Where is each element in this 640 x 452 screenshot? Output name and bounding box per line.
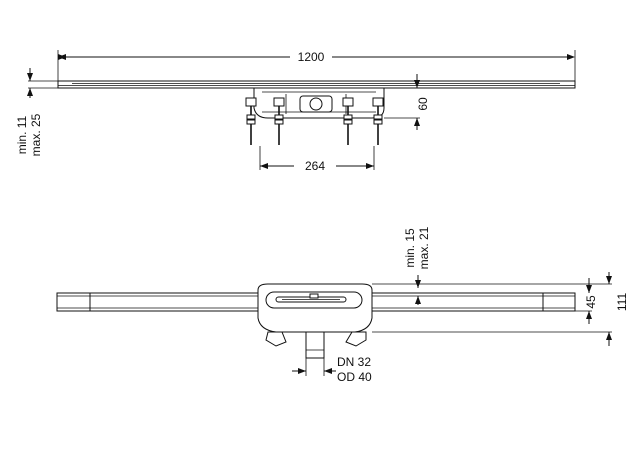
adjust-min-label: min. 11	[15, 115, 29, 154]
height-label: 60	[416, 97, 430, 111]
adjust-max-label: max. 25	[29, 113, 43, 156]
total-height-dimension: 111	[606, 272, 629, 346]
total-height-label: 111	[615, 293, 629, 312]
drain-body	[253, 87, 385, 119]
adjust-dimension: min. 11 max. 25	[15, 68, 43, 156]
bracket-dimension: 264	[259, 146, 375, 173]
body-height-label: 45	[584, 295, 598, 309]
top-view: 1200	[15, 50, 576, 173]
height-dimension: 60	[384, 74, 430, 130]
side-view: DN 32 OD 40 min. 15 max. 21 45	[56, 226, 629, 384]
pipe-dn-label: DN 32	[337, 355, 371, 369]
gap-max-label: max. 21	[417, 226, 431, 269]
support-legs	[245, 97, 384, 145]
width-label: 1200	[298, 50, 325, 64]
bracket-label: 264	[305, 159, 325, 173]
drain-plate	[28, 80, 576, 89]
pipe-od-label: OD 40	[337, 370, 372, 384]
pipe-dimension: DN 32 OD 40	[292, 355, 372, 384]
gap-min-label: min. 15	[403, 228, 417, 268]
center-sump	[257, 283, 373, 359]
body-height-dimension: 45	[584, 278, 598, 324]
width-dimension: 1200	[58, 50, 575, 64]
gap-dimension: min. 15 max. 21	[403, 226, 431, 305]
